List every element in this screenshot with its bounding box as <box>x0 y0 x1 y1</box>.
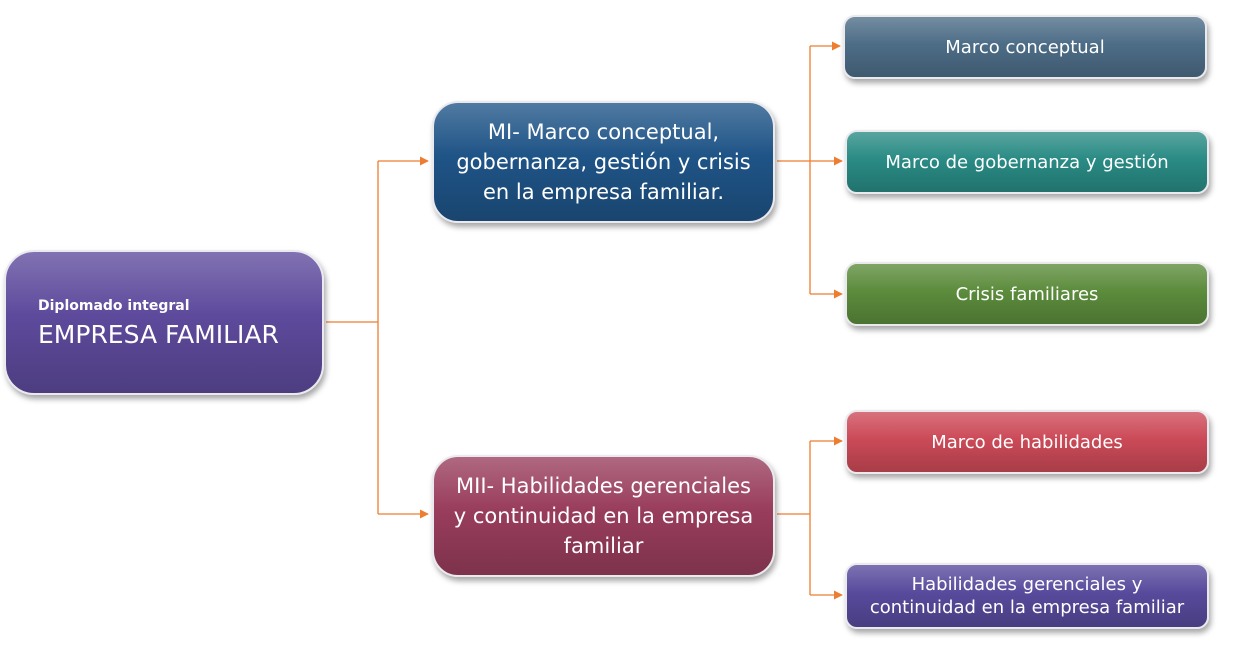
module-2-line-3: familiar <box>563 534 644 558</box>
leaf-4-label: Marco de habilidades <box>931 431 1123 453</box>
leaf-marco-gobernanza-gestion: Marco de gobernanza y gestión <box>845 130 1209 194</box>
root-node-empresa-familiar: Diplomado integral EMPRESA FAMILIAR <box>4 250 324 395</box>
module-2-line-1: MII- Habilidades gerenciales <box>456 474 751 498</box>
module-1-line-2: gobernanza, gestión y crisis <box>456 150 751 174</box>
leaf-5-label-line-1: Habilidades gerenciales y <box>911 574 1143 595</box>
leaf-3-label: Crisis familiares <box>955 283 1099 305</box>
leaf-marco-habilidades: Marco de habilidades <box>845 410 1209 474</box>
module-1-line-1: MI- Marco conceptual, <box>487 120 720 144</box>
module-1-node: MI- Marco conceptual, gobernanza, gestió… <box>432 101 775 223</box>
root-title: EMPRESA FAMILIAR <box>38 319 279 349</box>
module-1-line-3: en la empresa familiar. <box>482 180 725 204</box>
module-2-node: MII- Habilidades gerenciales y continuid… <box>432 455 775 577</box>
leaf-habilidades-gerenciales-continuidad: Habilidades gerenciales y continuidad en… <box>845 563 1209 629</box>
root-subtitle: Diplomado integral <box>38 297 190 314</box>
leaf-5-label-line-2: continuidad en la empresa familiar <box>869 597 1185 618</box>
leaf-crisis-familiares: Crisis familiares <box>845 262 1209 326</box>
leaf-marco-conceptual: Marco conceptual <box>843 15 1207 79</box>
leaf-1-label: Marco conceptual <box>945 36 1105 58</box>
leaf-2-label: Marco de gobernanza y gestión <box>885 151 1169 173</box>
module-2-line-2: y continuidad en la empresa <box>453 504 754 528</box>
